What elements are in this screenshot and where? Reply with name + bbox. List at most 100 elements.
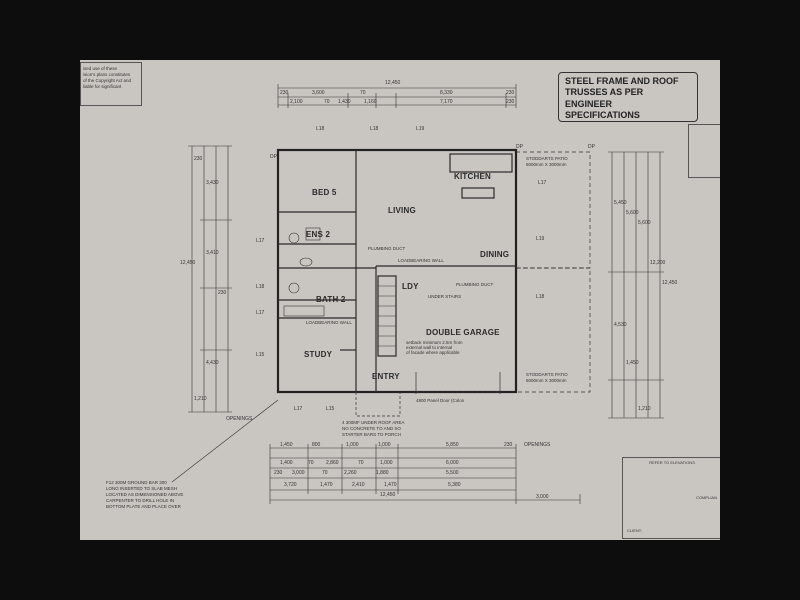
label-l17-right: L17	[538, 180, 547, 186]
room-ens2: ENS 2	[306, 230, 331, 239]
dim-bot-r4-a: 3,720	[284, 482, 297, 488]
note-loadbearing-wall-2: LOADBEARING WALL	[306, 320, 352, 325]
garage-door	[415, 372, 501, 394]
title-line-3: SPECIFICATIONS	[565, 109, 640, 120]
dim-right-4: 12,200	[650, 260, 666, 266]
note-loadbearing-wall-1: LOADBEARING WALL	[398, 258, 444, 263]
dim-top-r2-a: 2,100	[290, 99, 303, 105]
label-dp-2: DP	[516, 144, 523, 150]
dim-top-r2-c: 1,430	[338, 99, 351, 105]
label-openings-left: OPENINGS	[226, 416, 253, 422]
dim-bot-r3-e: 1,880	[376, 470, 389, 476]
dim-bot-r3-c: 70	[322, 470, 328, 476]
dim-right-2: 5,600	[626, 210, 639, 216]
dim-right-1: 5,450	[614, 200, 627, 206]
note-bl-5: BOTTOM PLATE AND PLACE OVER	[106, 504, 181, 509]
label-l19-top: L19	[416, 126, 425, 132]
dim-left-4: 230	[218, 290, 227, 296]
room-double-garage: DOUBLE GARAGE	[426, 328, 500, 337]
dim-left-7: 1,210	[194, 396, 207, 402]
label-l19-right: L19	[536, 236, 545, 242]
room-kitchen: KITCHEN	[454, 172, 491, 181]
copyright-box: ised use of these ision's plans constitu…	[80, 62, 142, 106]
dim-right-3: 5,600	[638, 220, 651, 226]
dim-bot-r1-c: 1,000	[346, 442, 359, 448]
porch	[355, 392, 401, 417]
dim-top-r2-f: 230	[506, 99, 515, 105]
dim-top-r1-c: 70	[360, 90, 366, 96]
dim-bot-r3-b: 3,000	[292, 470, 305, 476]
dim-right-5: 12,450	[662, 280, 678, 286]
patio-bottom-label: STODDARTS PATIO	[526, 372, 568, 377]
dim-bot-r3-d: 2,260	[344, 470, 357, 476]
dim-top-r2-d: 1,160	[364, 99, 377, 105]
dim-bot-r3-f: 5,500	[446, 470, 459, 476]
label-l15-bottom: L15	[326, 406, 335, 412]
dim-bot-r2-c: 2,860	[326, 460, 339, 466]
dim-bot-r4-c: 2,410	[352, 482, 365, 488]
dim-bot-r3-a: 230	[274, 470, 283, 476]
outer-walls	[276, 148, 518, 394]
dim-top-overall: 12,450	[385, 80, 401, 86]
dim-bot-r2-b: 70	[308, 460, 314, 466]
dim-right-7: 1,450	[626, 360, 639, 366]
note-garage-2: external wall to internal	[406, 345, 453, 350]
room-living: LIVING	[388, 206, 416, 215]
room-dining: DINING	[480, 250, 510, 259]
label-l15-left: L15	[256, 352, 265, 358]
patio-top-label: STODDARTS PATIO	[526, 156, 568, 161]
dim-bot-r1-d: 1,000	[378, 442, 391, 448]
dim-bot-r1-f: 230	[504, 442, 513, 448]
copyright-line-1: ised use of these	[83, 66, 118, 71]
dim-left-3: 3,410	[206, 250, 219, 256]
dim-top-r1-a: 230	[280, 90, 289, 96]
dim-bot-r1-e: 5,850	[446, 442, 459, 448]
patio-top-size: 6000mm X 3000mm	[526, 162, 567, 167]
title-line-1: STEEL FRAME AND ROOF	[565, 76, 679, 86]
note-entry-3: STARTER BARS TO PORCH	[342, 432, 401, 437]
label-l18-top-1: L18	[316, 126, 325, 132]
room-bed5: BED 5	[312, 188, 337, 197]
room-ldy: LDY	[402, 282, 419, 291]
note-bl-1: F12 300M GROUND BAR 300	[106, 480, 167, 485]
label-l17-left-1: L17	[256, 238, 265, 244]
label-l18-left: L18	[256, 284, 265, 290]
note-entry-2: NO CONCRETE TO AND SO	[342, 426, 401, 431]
dim-bot-r2-e: 1,000	[380, 460, 393, 466]
top-dimensions	[277, 84, 517, 108]
dim-bot-r4-d: 1,470	[384, 482, 397, 488]
dim-left-5: 12,450	[180, 260, 196, 266]
dim-bot-r4-b: 1,470	[320, 482, 333, 488]
left-dimensions	[188, 145, 232, 413]
bottom-dimensions	[269, 444, 581, 504]
label-dp-3: DP	[588, 144, 595, 150]
note-entry-1: 4 300MF UNDER ROOF AREA	[342, 420, 405, 425]
dim-left-1: 230	[194, 156, 203, 162]
dim-bot-r1-b: 800	[312, 442, 321, 448]
notes-client: CLIENT:	[627, 528, 642, 534]
stair-treads	[378, 285, 396, 347]
copyright-line-3: of the Copyright Act and	[83, 78, 132, 84]
blueprint-sheet: STEEL FRAME AND ROOF TRUSSES AS PER ENGI…	[80, 60, 720, 540]
note-garage-3: of facade where applicable	[406, 350, 460, 355]
dim-bot-r4-e: 5,380	[448, 482, 461, 488]
label-l18-right: L18	[536, 294, 545, 300]
notes-refer-elevations: REFER TO ELEVATIONS	[649, 460, 695, 465]
dim-right-8: 1,210	[638, 406, 651, 412]
dim-top-r1-d: 8,330	[440, 90, 453, 96]
title-box: STEEL FRAME AND ROOF TRUSSES AS PER ENGI…	[558, 72, 698, 122]
label-openings-bottom: OPENINGS	[524, 442, 551, 448]
patios	[516, 151, 591, 393]
dim-top-r2-e: 7,170	[440, 99, 453, 105]
leader-line	[171, 399, 279, 483]
note-bl-3: LOCATED AS DIMENSIONED ABOVE	[106, 492, 184, 497]
note-under-stairs: UNDER STAIRS	[428, 294, 462, 299]
room-bath2: BATH 2	[316, 295, 346, 304]
room-study: STUDY	[304, 350, 333, 359]
dim-bot-r2-d: 70	[358, 460, 364, 466]
patio-bottom-size: 6000mm X 3000mm	[526, 378, 567, 383]
bracing-box	[688, 124, 720, 178]
dim-left-6: 4,430	[206, 360, 219, 366]
dim-top-r1-e: 230	[506, 90, 515, 96]
